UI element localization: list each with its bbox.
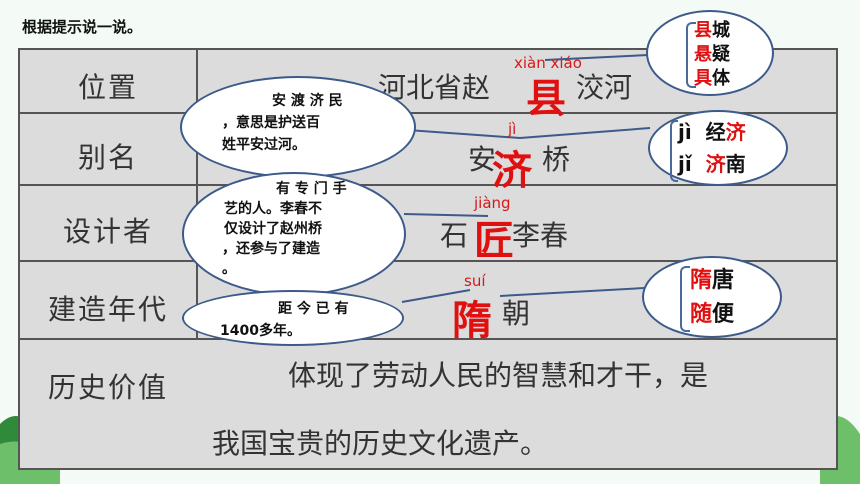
bubble-sui-words	[642, 256, 782, 338]
bubble-jiang-meaning	[182, 172, 406, 296]
designer-part-b: 李春	[512, 219, 569, 252]
word-ji-1: jì 经济	[678, 120, 746, 144]
alias-part-a: 安	[468, 143, 497, 176]
word-xian-2: 悬疑	[694, 44, 730, 65]
bracket	[680, 266, 690, 332]
bubble-ji-meaning	[180, 76, 416, 178]
label-location: 位置	[77, 71, 138, 104]
row-divider	[20, 184, 836, 186]
word-sui-1: 隋唐	[690, 268, 735, 293]
bubble-jiang-line2: 艺的人。李春不	[224, 201, 322, 217]
label-era: 建造年代	[47, 293, 168, 326]
bubble-xian-words	[646, 10, 774, 96]
pinyin-jiang: jiàng	[474, 194, 511, 212]
row-divider	[20, 260, 836, 262]
designer-part-a: 石	[440, 219, 469, 252]
location-part-b: 洨河	[576, 71, 633, 104]
bubble-jiang-line1: 有 专 门 手	[276, 181, 347, 197]
bracket	[686, 22, 696, 88]
label-designer: 设计者	[62, 215, 153, 248]
instruction-text: 根据提示说一说。	[22, 18, 143, 36]
era-part-b: 朝	[502, 297, 531, 330]
char-xian: 县	[526, 76, 566, 122]
word-xian-3: 具体	[694, 68, 730, 89]
value-line2: 我国宝贵的历史文化遗产。	[212, 427, 549, 460]
bubble-ji-line2: ，意思是护送百	[222, 115, 320, 131]
pinyin-xian: xiàn xiáo	[514, 54, 582, 72]
bubble-jiang-line5: 。	[222, 261, 236, 277]
bracket	[670, 120, 678, 182]
char-sui: 隋	[452, 298, 492, 344]
char-jiang: 匠	[474, 218, 514, 264]
bubble-ji-line3: 姓平安过河。	[222, 137, 306, 153]
word-xian-1: 县城	[694, 20, 730, 41]
char-ji: 济	[492, 148, 532, 194]
value-line1: 体现了劳动人民的智慧和才干，是	[288, 359, 709, 392]
row-divider	[20, 338, 836, 340]
bubble-sui-line1: 距 今 已 有	[278, 301, 349, 317]
bubble-jiang-line4: ，还参与了建造	[222, 241, 320, 257]
pinyin-ji: jì	[508, 120, 517, 138]
bubble-sui-line2: 1400多年。	[220, 323, 301, 339]
label-value: 历史价值	[47, 371, 168, 404]
word-sui-2: 随便	[690, 302, 735, 327]
row-divider	[20, 112, 836, 114]
pinyin-sui: suí	[464, 272, 486, 290]
bubble-jiang-line3: 仅设计了赵州桥	[224, 221, 322, 237]
bubble-sui-meaning	[182, 290, 404, 346]
column-divider	[196, 50, 198, 340]
bubble-ji-line1: 安 渡 济 民	[272, 93, 343, 109]
alias-part-b: 桥	[542, 143, 571, 176]
word-ji-2: jǐ 济南	[678, 152, 746, 176]
label-alias: 别名	[77, 141, 138, 174]
